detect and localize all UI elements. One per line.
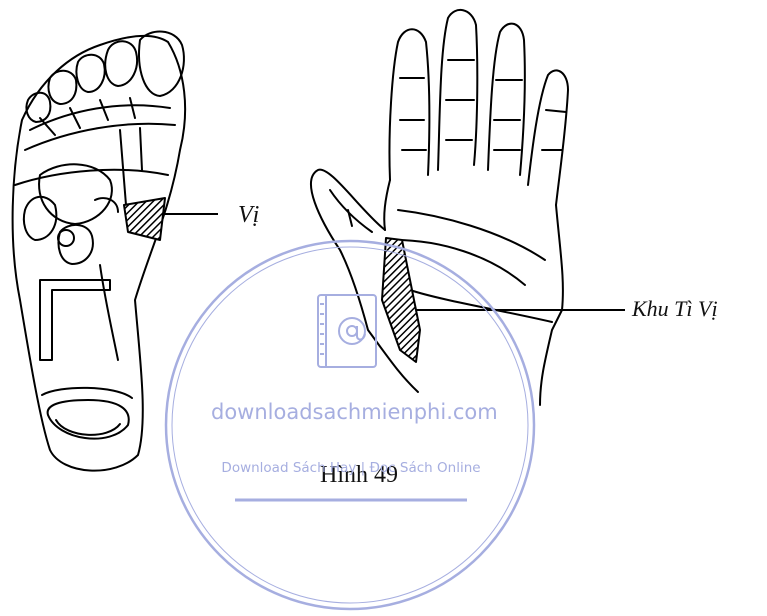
hand-palm-drawing [311, 10, 568, 405]
watermark-tagline: Download Sách Hay | Đọc Sách Online [211, 460, 491, 476]
watermark-site-text: downloadsachmienphi.com [211, 400, 491, 424]
foot-zone-label: Vị [238, 202, 259, 229]
watermark-outer-ring [166, 241, 534, 609]
book-at-icon [318, 295, 376, 367]
watermark [166, 241, 534, 609]
hand-zone-label: Khu Tì Vị [632, 296, 718, 322]
watermark-inner-ring [172, 247, 528, 603]
foot-sole-drawing [13, 32, 186, 471]
